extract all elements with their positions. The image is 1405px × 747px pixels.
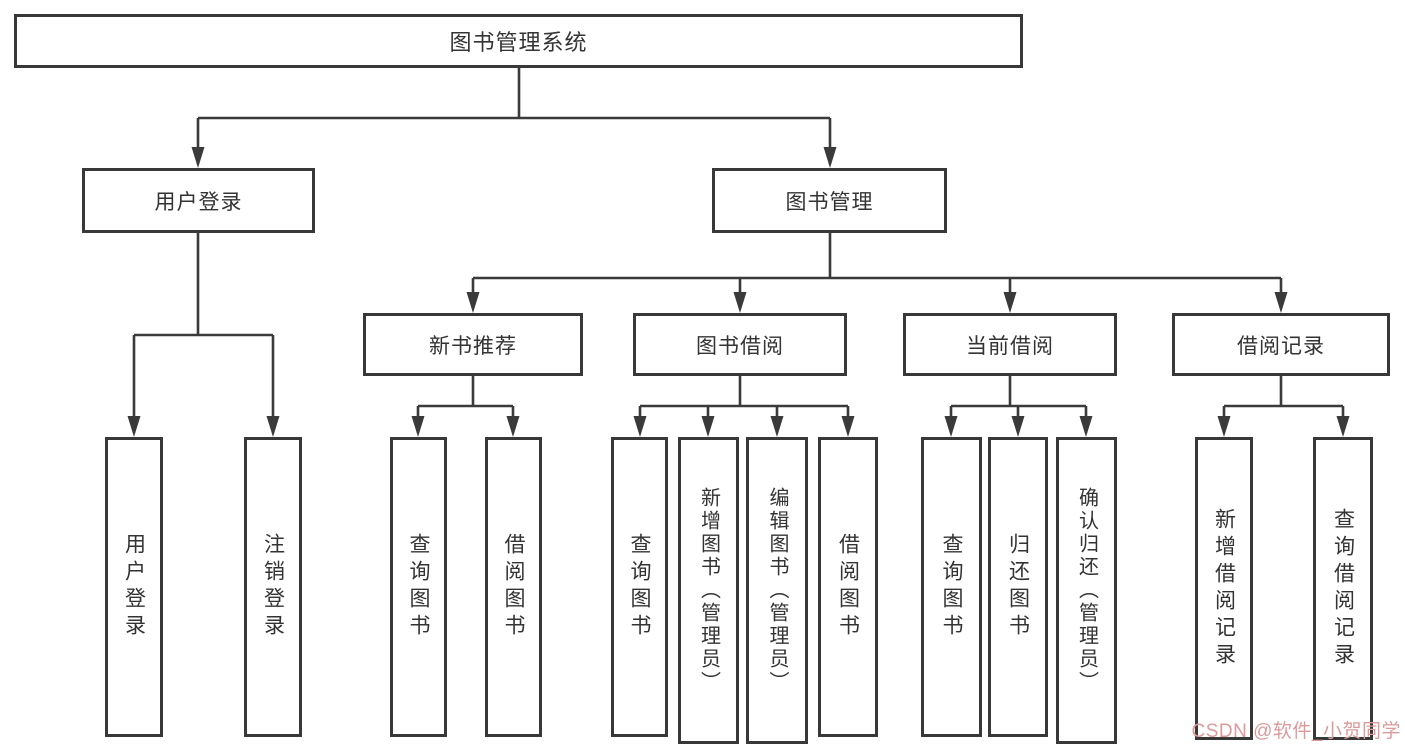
leaf-borrow-books: 借阅图书 — [818, 437, 878, 737]
leaf-add-books-admin: 新增图书（管理员） — [678, 437, 739, 744]
leaf-user-login: 用户登录 — [105, 437, 163, 737]
leaf-newbook-borrow-books: 借阅图书 — [485, 437, 542, 737]
leaf-return-books: 归还图书 — [988, 437, 1048, 737]
leaf-newbook-query-books: 查询图书 — [390, 437, 447, 737]
arrowhead-icon — [506, 416, 520, 437]
arrowhead-icon — [411, 416, 425, 437]
arrowhead-icon — [633, 416, 647, 437]
arrowhead-icon — [1217, 416, 1231, 437]
node-new-book-recommend: 新书推荐 — [363, 313, 583, 376]
node-book-management: 图书管理 — [712, 168, 947, 233]
node-library-system: 图书管理系统 — [14, 14, 1023, 68]
connector-lines — [132, 68, 1345, 431]
node-user-login: 用户登录 — [82, 168, 315, 233]
node-label: 图书借阅 — [696, 334, 784, 358]
node-label: 图书管理 — [785, 190, 874, 214]
node-label: 新增借阅记录 — [1212, 507, 1236, 670]
leaf-add-borrow-record: 新增借阅记录 — [1195, 437, 1253, 740]
node-label: 新增图书（管理员） — [697, 487, 720, 694]
node-label: 借阅图书 — [502, 533, 525, 641]
leaf-confirm-return-admin: 确认归还（管理员） — [1056, 437, 1117, 744]
arrowhead-icon — [733, 292, 747, 313]
node-label: 归还图书 — [1006, 533, 1030, 641]
leaf-logout: 注销登录 — [244, 437, 302, 737]
node-label: 查询图书 — [940, 533, 963, 641]
arrowhead-icon — [127, 416, 141, 437]
leaf-query-borrow-record: 查询借阅记录 — [1313, 437, 1373, 740]
arrowhead-icon — [770, 416, 784, 437]
node-label: 注销登录 — [261, 533, 285, 641]
csdn-watermark: CSDN @软件_小贺同学 — [1191, 721, 1401, 742]
node-label: 编辑图书（管理员） — [766, 487, 788, 694]
arrowhead-icon — [1274, 292, 1288, 313]
node-label: 用户登录 — [154, 190, 243, 214]
node-label: 查询图书 — [407, 533, 430, 641]
arrowhead-icon — [1003, 292, 1017, 313]
arrowhead-icon — [944, 416, 958, 437]
arrowhead-icon — [823, 147, 837, 168]
node-label: 查询图书 — [628, 533, 651, 641]
leaf-current-query-books: 查询图书 — [921, 437, 982, 737]
node-label: 查询借阅记录 — [1331, 507, 1355, 670]
arrowhead-icon — [1011, 416, 1025, 437]
node-label: 图书管理系统 — [449, 30, 588, 55]
arrowhead-icon — [266, 416, 280, 437]
node-label: 新书推荐 — [429, 334, 517, 358]
node-label: 借阅记录 — [1237, 334, 1325, 358]
arrowhead-icon — [841, 416, 855, 437]
arrowhead-icon — [1336, 416, 1350, 437]
leaf-edit-books-admin: 编辑图书（管理员） — [746, 437, 808, 744]
node-label: 借阅图书 — [836, 533, 860, 641]
arrowhead-icon — [1079, 416, 1093, 437]
leaf-borrow-query-books: 查询图书 — [611, 437, 668, 737]
node-label: 确认归还（管理员） — [1075, 487, 1098, 694]
node-current-borrowing: 当前借阅 — [903, 313, 1117, 376]
arrowhead-icon — [191, 147, 205, 168]
arrowhead-icon — [701, 416, 715, 437]
arrowhead-icon — [466, 292, 480, 313]
node-label: 用户登录 — [122, 533, 146, 641]
node-label: 当前借阅 — [966, 334, 1054, 358]
node-book-borrowing: 图书借阅 — [633, 313, 847, 376]
node-borrowing-records: 借阅记录 — [1172, 313, 1390, 376]
